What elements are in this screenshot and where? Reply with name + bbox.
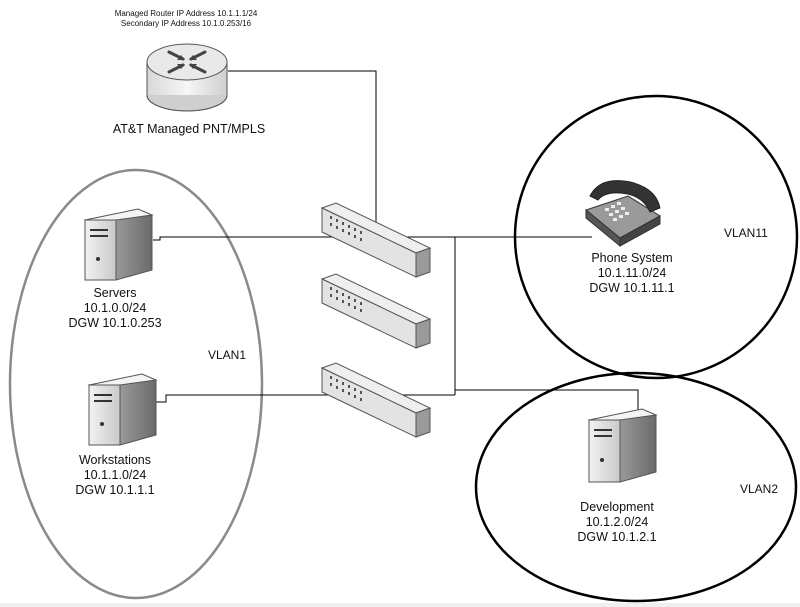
router-icon — [146, 43, 228, 112]
vlan1-ellipse — [8, 168, 264, 600]
workstation-server-icon — [87, 373, 158, 446]
vlan11-label: VLAN11 — [724, 226, 768, 240]
router-ip-line2: Secondary IP Address 10.1.0.253/16 — [120, 19, 252, 28]
servers-name: Servers — [93, 286, 137, 300]
workstations-name: Workstations — [78, 453, 151, 467]
development-gateway: DGW 10.1.2.1 — [577, 530, 657, 544]
phone-system-name: Phone System — [591, 251, 673, 265]
switch-1-icon — [320, 202, 432, 278]
phone-icon — [584, 180, 661, 248]
phone-system-label: Phone System 10.1.11.0/24 DGW 10.1.11.1 — [572, 251, 692, 296]
switch-2-icon — [320, 273, 432, 349]
workstations-gateway: DGW 10.1.1.1 — [75, 483, 155, 497]
phone-system-subnet: 10.1.11.0/24 — [597, 266, 667, 280]
switch-3-icon — [320, 362, 432, 438]
router-ip-line1: Managed Router IP Address 10.1.1.1/24 — [114, 9, 258, 18]
server-icon — [83, 208, 154, 281]
vlan2-label: VLAN2 — [740, 482, 779, 496]
vlan2-ellipse — [474, 371, 798, 603]
router-ip-info: Managed Router IP Address 10.1.1.1/24 Se… — [96, 9, 276, 29]
development-server-icon — [587, 408, 658, 483]
bottom-edge — [0, 603, 800, 607]
servers-label: Servers 10.1.0.0/24 DGW 10.1.0.253 — [60, 286, 170, 331]
workstations-label: Workstations 10.1.1.0/24 DGW 10.1.1.1 — [60, 453, 170, 498]
vlan1-label: VLAN1 — [208, 348, 247, 362]
development-label: Development 10.1.2.0/24 DGW 10.1.2.1 — [557, 500, 677, 545]
servers-subnet: 10.1.0.0/24 — [83, 301, 147, 315]
servers-gateway: DGW 10.1.0.253 — [68, 316, 162, 330]
phone-system-gateway: DGW 10.1.11.1 — [589, 281, 675, 295]
router-label: AT&T Managed PNT/MPLS — [112, 122, 266, 136]
workstations-subnet: 10.1.1.0/24 — [83, 468, 147, 482]
development-subnet: 10.1.2.0/24 — [585, 515, 649, 529]
development-name: Development — [580, 500, 654, 514]
